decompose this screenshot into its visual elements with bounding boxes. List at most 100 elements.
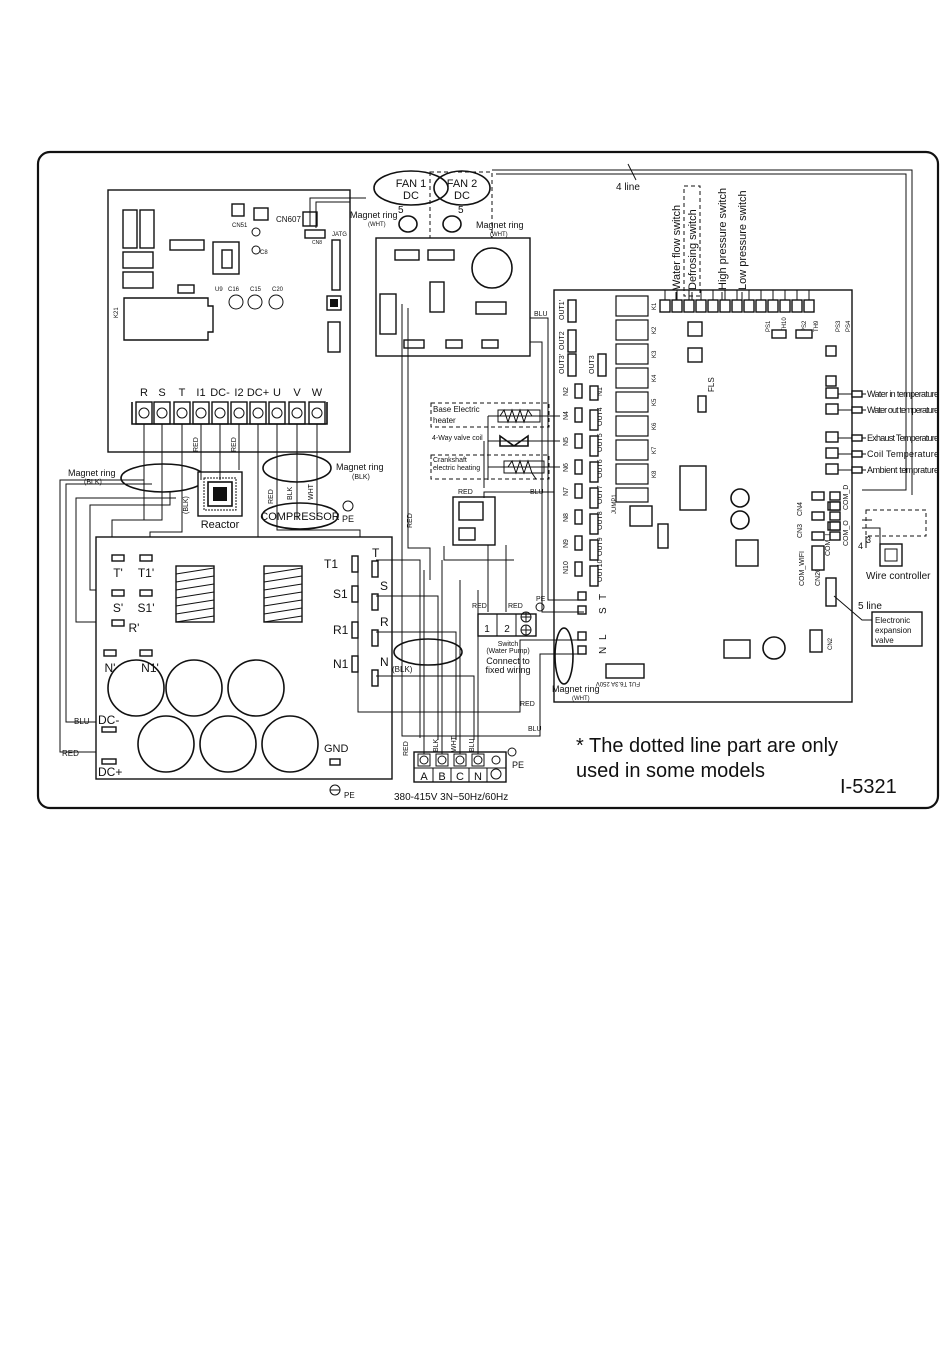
ps-label-0: PS1 [766, 320, 772, 332]
relay-6 [615, 439, 649, 461]
cn-label-2: CN26 [815, 568, 822, 586]
cn-label-1: CN3 [797, 524, 804, 538]
driver-red-1: RED [193, 437, 200, 452]
c8-label: C8 [260, 250, 268, 256]
com-label-2: COM_I [825, 534, 832, 556]
filter-t1_prime-pad [139, 554, 153, 562]
eev-label-3: valve [875, 636, 894, 645]
base-heater-dotted [430, 402, 550, 428]
relay-7 [615, 463, 649, 485]
base-heater-label-2: heater [433, 416, 456, 425]
cn607-label: CN607 [276, 215, 301, 224]
diagram-code: I-5321 [840, 776, 897, 798]
n-right-label-0: N1 [597, 387, 604, 396]
driver-terminal-label-4: DC- [210, 387, 230, 399]
switch-label: Switch [498, 641, 519, 648]
relay-4 [615, 391, 649, 413]
magnet-ring-main [554, 627, 574, 685]
temp-header-1 [825, 403, 839, 415]
k-label-6: K7 [652, 446, 658, 454]
note-line-1: * The dotted line part are only [576, 735, 838, 757]
fan1-motor: FAN 1 DC 5 [373, 170, 449, 233]
ps-label-5: PS4 [846, 320, 852, 332]
fls-label: FLS [707, 377, 716, 392]
ps-label-3: TH9 [814, 320, 820, 332]
comp-red: RED [268, 489, 275, 504]
k-label-3: K4 [652, 374, 658, 382]
n-left-label-1: N4 [563, 411, 570, 420]
k-label-2: K3 [652, 350, 658, 358]
fan2-motor: FAN 2 DC 5 [433, 170, 491, 233]
fan2-num: 5 [458, 205, 464, 216]
n-left-label-5: N8 [563, 513, 570, 522]
switch-label-0: Water flow switch [671, 205, 683, 290]
base-heater-label-1: Base Electric [433, 405, 480, 414]
out-label-0: OUT1' [559, 300, 566, 320]
driver-terminal-7 [268, 401, 286, 425]
filter-dc-plus-label: DC+ [98, 765, 122, 779]
pump-red-right: RED [508, 603, 523, 610]
filter-t1_prime-label: T1' [138, 566, 154, 580]
water-pump-label: (Water Pump) [486, 648, 529, 655]
filter-t-label: T [372, 546, 380, 560]
pump-pe: PE [536, 596, 546, 603]
driver-terminal-screw-2 [176, 407, 188, 419]
magnet-ring-right-blk: (BLK) [352, 474, 370, 481]
switch-label-2: High pressure switch [717, 188, 729, 290]
compressor-pe: PE [342, 514, 354, 524]
four-way-label: 4-Way valve coil [432, 435, 483, 442]
out-right-label-4: OUT8 [597, 511, 604, 530]
cn-label-0: CN4 [797, 502, 804, 516]
blu-bottom-label: BLU [469, 738, 476, 752]
driver-terminal-screw-1 [156, 407, 168, 419]
power-pe: PE [512, 760, 524, 770]
temp-label-2: Exhaust Temperature [867, 433, 939, 443]
c20-label: C20 [272, 287, 284, 293]
power-term-0: A [420, 771, 428, 783]
n-left-label-0: N2 [563, 387, 570, 396]
filter-red-label: RED [62, 749, 79, 758]
driver-terminal-label-7: U [273, 387, 281, 399]
driver-red-2: RED [231, 437, 238, 452]
temp-header-4 [825, 463, 839, 475]
wire-controller-label: Wire controller [866, 571, 931, 582]
filter-n1-label: N1 [333, 657, 349, 671]
temp-label-1: Water out temperature [867, 405, 939, 415]
crankshaft-label-2: electric heating [433, 465, 480, 472]
cn8-label: CN8 [312, 240, 322, 246]
temp-label-0: Water in temperature [867, 389, 939, 399]
fuse-label: FU1 T6.3A 250V [596, 680, 640, 686]
fan2-dc-label: DC [454, 190, 470, 202]
out-label-2: OUT3' [559, 354, 566, 374]
filter-pe-label: PE [344, 791, 355, 800]
lnst-label-1: S [598, 607, 609, 614]
driver-terminal-5 [230, 401, 248, 425]
main-red-vertical: RED [407, 513, 414, 528]
ps-label-2: PS2 [802, 320, 808, 332]
filter-blu-label: BLU [74, 717, 90, 726]
out-label-1: OUT2 [559, 331, 566, 350]
compressor-label: COMPRESSOR [260, 511, 340, 523]
filter-s1_prime-label: S1' [138, 601, 155, 615]
jump1-label: JUMP1 [612, 494, 618, 514]
main-board: OUT1'OUT2OUT3'OUT3N2N4N5N6N7N8N9N10OUT4O… [553, 289, 853, 703]
filter-n_prime-pad [103, 649, 117, 657]
magnet-ring-left-blk: (BLK) [84, 479, 102, 486]
filter-s-label: S [380, 579, 388, 593]
defrost-switch-dotted [683, 185, 701, 297]
filter-dc-minus-label: DC- [98, 713, 119, 727]
driver-terminal-label-3: I1 [196, 387, 205, 399]
pump-red-label: RED [458, 489, 473, 496]
diagram-frame [36, 150, 940, 810]
eev-label-2: expansion [875, 626, 911, 635]
power-term-3: N [474, 771, 482, 783]
filter-r_prime-label: R' [129, 621, 140, 635]
water-pump-switch: RED BLU 1 2 RED RED PE Switch (Water Pum… [452, 489, 554, 675]
five-line-label: 5 line [858, 601, 882, 612]
k-label-7: K8 [652, 470, 658, 478]
u9-label: U9 [215, 287, 223, 293]
magnet-ring-left [120, 463, 206, 493]
pump-term-2: 2 [504, 624, 510, 635]
fan1-dc-label: DC [403, 190, 419, 202]
relay-0 [615, 295, 649, 317]
